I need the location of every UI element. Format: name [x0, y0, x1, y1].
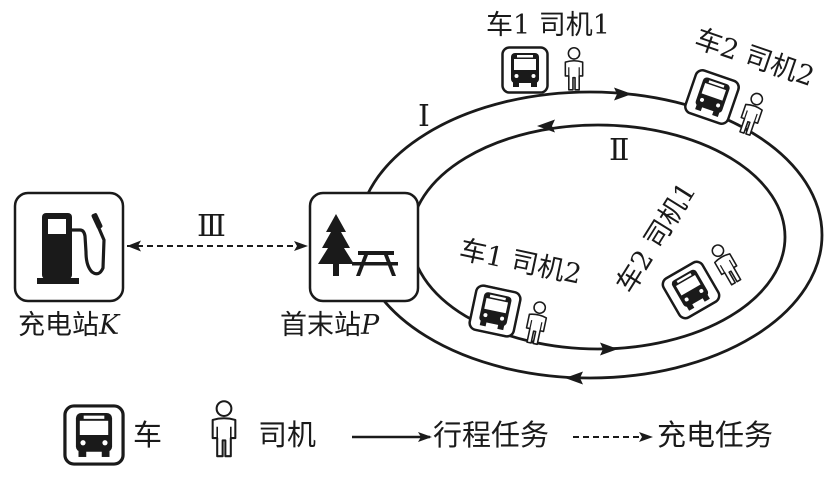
terminal-station	[308, 191, 420, 303]
route-label-charge: Ⅲ	[197, 210, 226, 243]
legend: 车 司机 行程任务 充电任务	[63, 400, 773, 466]
terminal-station-var: P	[360, 310, 380, 341]
driver-icon	[706, 240, 745, 288]
unit-bus1-driver1: 车1 司机1	[486, 10, 610, 94]
unit-bus2-driver2: 车2 司机2	[682, 23, 818, 138]
legend-trip-label: 行程任务	[433, 418, 549, 452]
bus-icon	[682, 67, 742, 127]
fuel-pump-icon	[37, 213, 106, 284]
terminal-station-label: 首末站P	[280, 310, 380, 341]
charge-route-start-arrow	[127, 240, 141, 252]
bus-icon	[501, 46, 549, 94]
svg-text:首末站P: 首末站P	[280, 310, 380, 341]
route-label-inner: Ⅱ	[609, 134, 629, 167]
legend-bus-icon	[63, 404, 125, 466]
route-direction-arrows	[537, 87, 632, 385]
route-label-outer: Ⅰ	[418, 100, 430, 133]
charging-station	[13, 191, 125, 303]
unit-label: 车1 司机1	[486, 10, 610, 41]
unit-label: 车1 司机2	[457, 235, 585, 291]
inner-top-arrow	[537, 119, 555, 133]
outer-bottom-arrow	[565, 371, 583, 385]
legend-driver-icon	[211, 400, 237, 458]
bus-icon	[659, 258, 723, 322]
legend-charge-label: 充电任务	[657, 418, 773, 452]
picnic-site-icon	[318, 214, 398, 276]
charging-station-label: 充电站K	[18, 310, 121, 341]
driver-icon	[522, 299, 551, 346]
unit-bus2-driver1: 车2 司机1	[611, 177, 745, 322]
legend-vehicle-label: 车	[133, 418, 162, 452]
charging-station-name: 充电站	[18, 310, 99, 341]
outer-loop-route	[356, 90, 824, 380]
charging-station-var: K	[98, 310, 121, 341]
driver-icon	[735, 90, 768, 138]
svg-text:充电站K: 充电站K	[18, 310, 121, 341]
legend-driver-label: 司机	[258, 418, 316, 452]
unit-bus1-driver2: 车1 司机2	[457, 235, 585, 346]
bus-icon	[467, 283, 523, 339]
terminal-station-name: 首末站	[280, 310, 361, 341]
outer-top-arrow	[614, 87, 632, 101]
inner-bottom-arrow	[600, 342, 618, 356]
driver-icon	[564, 46, 584, 91]
